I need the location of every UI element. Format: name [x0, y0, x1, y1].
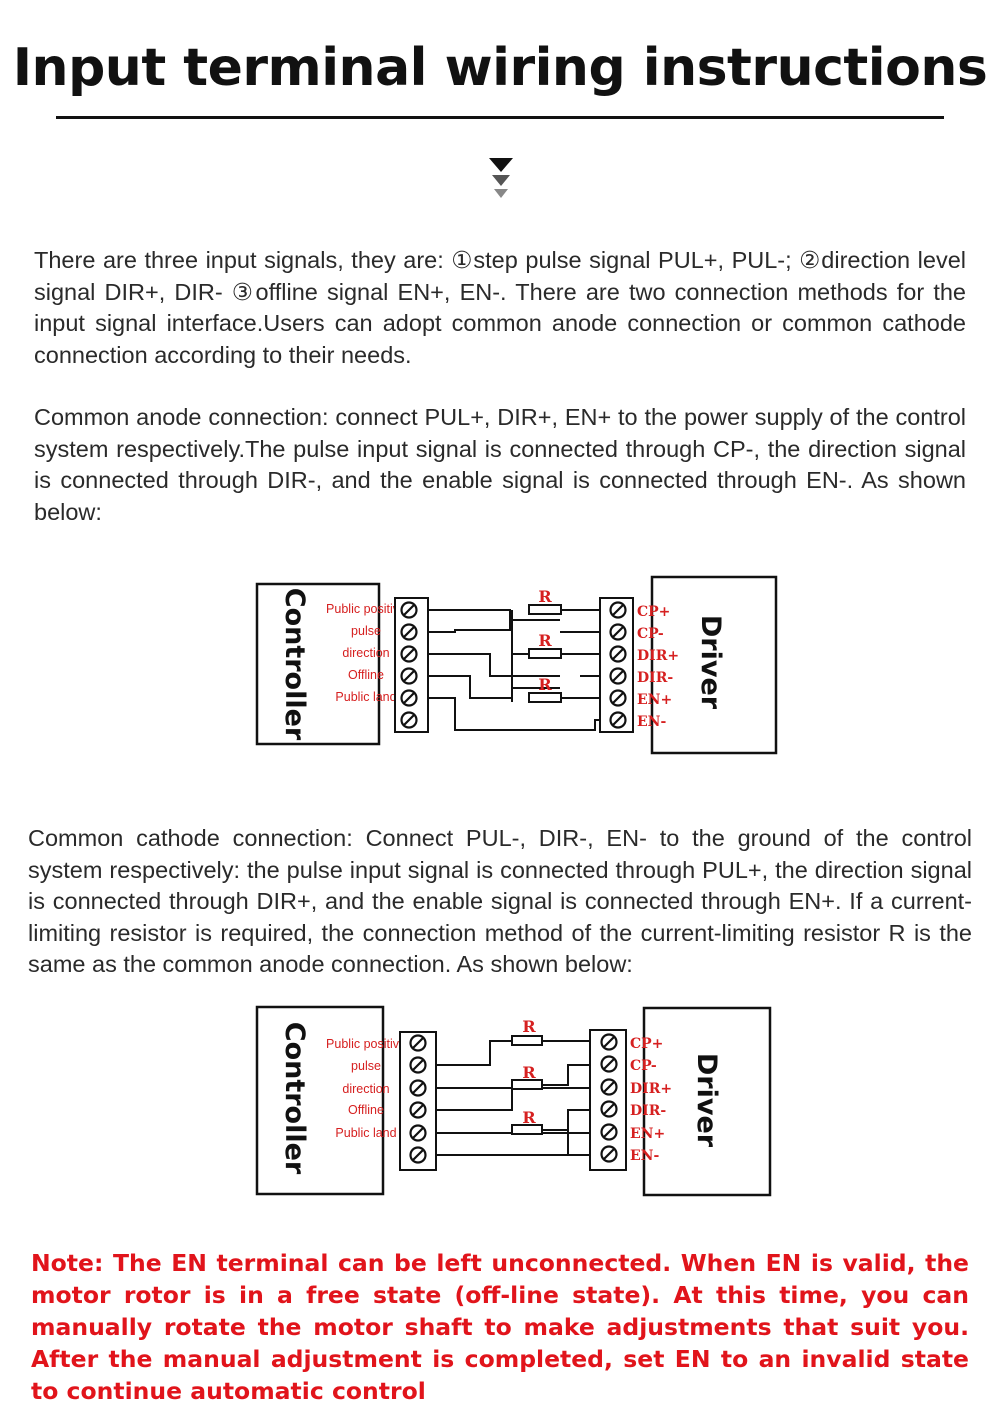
common-anode-diagram: Controller Public positive pulse directi… — [255, 575, 778, 755]
title-underline — [56, 116, 944, 119]
signal-label: Offline — [348, 668, 384, 682]
resistor-label: R — [538, 631, 552, 650]
terminal-label: CP- — [637, 626, 664, 642]
terminal-label: CP- — [630, 1058, 657, 1074]
cathode-paragraph: Common cathode connection: Connect PUL-,… — [28, 825, 972, 977]
signal-label: Public land — [335, 1126, 396, 1140]
terminal-label: EN+ — [637, 692, 672, 708]
driver-screws — [609, 601, 627, 729]
controller-screws — [409, 1034, 427, 1164]
driver-box — [650, 575, 778, 755]
terminal-label: DIR- — [637, 670, 673, 686]
driver-label: Driver — [691, 1053, 722, 1148]
resistor-label: R — [538, 675, 552, 694]
page-title: Input terminal wiring instructions — [12, 38, 988, 98]
resistor-label: R — [538, 587, 552, 606]
driver-box — [642, 1006, 772, 1197]
signal-label: direction — [342, 646, 389, 660]
intro-paragraph: There are three input signals, they are:… — [34, 247, 966, 368]
terminal-label: EN+ — [630, 1126, 665, 1142]
driver-label: Driver — [695, 615, 726, 710]
controller-box — [255, 582, 381, 746]
terminal-label: EN- — [630, 1148, 659, 1164]
signal-label: Offline — [348, 1103, 384, 1117]
controller-box — [255, 1005, 385, 1196]
resistor-label: R — [522, 1108, 536, 1127]
driver-screws — [600, 1033, 618, 1163]
signal-label: pulse — [351, 1059, 381, 1073]
controller-terminal-block — [394, 597, 429, 733]
resistors: R R R — [511, 1017, 543, 1135]
note-paragraph: Note: The EN terminal can be left unconn… — [31, 1249, 969, 1405]
terminal-label: DIR+ — [637, 648, 679, 664]
terminal-label: DIR- — [630, 1103, 666, 1119]
terminal-label: CP+ — [637, 604, 670, 620]
wires — [436, 1040, 590, 1156]
signal-label: Public positive — [326, 1037, 406, 1051]
signal-label: pulse — [351, 624, 381, 638]
resistors: R R R — [528, 587, 562, 703]
resistor-label: R — [522, 1063, 536, 1082]
wires — [428, 609, 600, 731]
controller-label: Controller — [279, 588, 310, 741]
driver-terminal-block — [599, 597, 634, 733]
terminal-label: CP+ — [630, 1036, 663, 1052]
terminal-label: EN- — [637, 714, 666, 730]
controller-label: Controller — [279, 1022, 310, 1175]
common-cathode-diagram: Controller Public positive pulse directi… — [255, 1005, 772, 1197]
anode-paragraph: Common anode connection: connect PUL+, D… — [34, 404, 966, 525]
signal-label: direction — [342, 1082, 389, 1096]
signal-label: Public positive — [326, 602, 406, 616]
down-chevrons-icon — [489, 158, 513, 198]
terminal-label: DIR+ — [630, 1081, 672, 1097]
controller-screws — [400, 601, 418, 729]
signal-label: Public land — [335, 690, 396, 704]
resistor-label: R — [522, 1017, 536, 1036]
